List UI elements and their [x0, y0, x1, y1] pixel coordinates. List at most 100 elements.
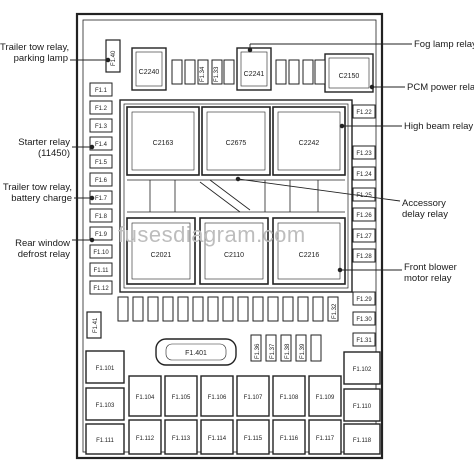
- maxi-fuse-f1-113: F1.113: [164, 419, 198, 455]
- svg-text:F1.103: F1.103: [96, 403, 115, 409]
- callout-line: PCM power relay: [407, 82, 474, 93]
- maxi-fuse-f1-109: F1.109: [308, 375, 342, 417]
- relay-bay: [119, 99, 353, 293]
- fuse-f1-40: F1.40: [105, 39, 121, 73]
- fuse-f1-3: F1.3: [95, 124, 108, 130]
- maxi-fuse-f1-107: F1.107: [236, 375, 270, 417]
- maxi-fuse-f1-118: F1.118: [343, 423, 381, 455]
- maxi-fuse-f1-105: F1.105: [164, 375, 198, 417]
- watermark: fusesdiagram.com: [118, 222, 306, 247]
- fuse-f1-24: F1.24: [356, 172, 372, 178]
- fuse-f1-41: F1.41: [86, 311, 102, 339]
- maxi-fuse-f1-111: F1.111: [85, 423, 125, 455]
- maxi-fuse-f1-112: F1.112: [128, 419, 162, 455]
- fuse-f1-9: F1.9: [95, 232, 108, 238]
- callout-lines: [70, 43, 412, 273]
- fuse-f1-22: F1.22: [356, 110, 372, 116]
- svg-text:C2242: C2242: [299, 140, 320, 147]
- maxi-fuse-f1-108: F1.108: [272, 375, 306, 417]
- left-fuse-column: [89, 82, 113, 295]
- relay-bay-middle: [127, 179, 345, 213]
- maxi-fuse-f1-106: F1.106: [200, 375, 234, 417]
- callout-front-blower-motor-relay: Front blower motor relay: [404, 262, 457, 284]
- fuse-f1-26: F1.26: [356, 213, 372, 219]
- right-fuse-column: [352, 104, 376, 347]
- fuse-f1-5: F1.5: [95, 160, 108, 166]
- svg-text:F1.108: F1.108: [280, 395, 299, 401]
- relay-c2110: C2110: [199, 217, 269, 285]
- svg-text:F1.113: F1.113: [172, 436, 191, 442]
- maxi-fuse-f1-102: F1.102: [343, 351, 381, 385]
- maxi-fuse-f1-101: F1.101: [85, 350, 125, 384]
- svg-text:C2110: C2110: [224, 252, 244, 259]
- fuse-box-outline: [75, 12, 384, 460]
- svg-text:F1.104: F1.104: [136, 395, 155, 401]
- svg-text:F1.34: F1.34: [200, 66, 206, 82]
- relay-c2163: C2163: [126, 106, 200, 176]
- callout-line: Trailer tow relay,: [0, 42, 70, 53]
- svg-text:F1.101: F1.101: [96, 366, 115, 372]
- svg-text:F1.41: F1.41: [93, 317, 99, 333]
- svg-text:C2163: C2163: [153, 140, 174, 147]
- fuse-f1-39: F1.39: [300, 343, 306, 359]
- svg-text:F1.106: F1.106: [208, 395, 227, 401]
- fuse-f1-4: F1.4: [95, 142, 108, 148]
- maxi-fuse-f1-104: F1.104: [128, 375, 162, 417]
- fuse-f1-34: F1.34: [200, 66, 206, 82]
- fuse-f1-10: F1.10: [93, 250, 109, 256]
- fuse-f1-38: F1.38: [285, 343, 291, 359]
- callout-line: High beam relay: [404, 121, 474, 132]
- relay-c2240: C2240: [131, 47, 167, 91]
- callout-rear-window-defrost: Rear window defrost relay: [0, 238, 70, 260]
- callout-line: motor relay: [404, 273, 452, 284]
- relay-c2021: C2021: [126, 217, 196, 285]
- maxi-fuse-f1-114: F1.114: [200, 419, 234, 455]
- svg-text:F1.116: F1.116: [280, 436, 299, 442]
- fuse-f1-28: F1.28: [356, 254, 372, 260]
- fuse-f1-401: F1.401: [155, 338, 237, 366]
- svg-text:F1.114: F1.114: [208, 436, 227, 442]
- svg-text:C2216: C2216: [299, 252, 320, 259]
- svg-text:F1.40: F1.40: [111, 50, 117, 66]
- fuse-f1-33: F1.33: [214, 66, 220, 82]
- callout-line: defrost relay: [17, 249, 70, 260]
- fuse-f1-30: F1.30: [356, 317, 372, 323]
- fuse-f1-8: F1.8: [95, 214, 108, 220]
- callout-line: battery charge: [11, 193, 72, 204]
- svg-text:F1.102: F1.102: [353, 367, 372, 373]
- callout-line: (11450): [37, 148, 70, 159]
- maxi-fuse-f1-116: F1.116: [272, 419, 306, 455]
- callout-line: Starter relay: [18, 137, 70, 148]
- relay-c2216: C2216: [272, 217, 346, 285]
- callout-trailer-tow-parking-lamp: Trailer tow relay, parking lamp: [0, 42, 70, 64]
- maxi-fuse-f1-110: F1.110: [343, 388, 381, 422]
- top-mini-fuses: [171, 59, 326, 85]
- fuse-f1-12: F1.12: [93, 286, 109, 292]
- callout-trailer-tow-battery-charge: Trailer tow relay, battery charge: [0, 182, 72, 204]
- maxi-fuse-f1-117: F1.117: [308, 419, 342, 455]
- callout-line: delay relay: [402, 209, 448, 220]
- svg-text:F1.33: F1.33: [214, 66, 220, 82]
- svg-text:F1.107: F1.107: [244, 395, 263, 401]
- svg-text:F1.115: F1.115: [244, 436, 263, 442]
- svg-text:C2241: C2241: [244, 71, 265, 78]
- svg-text:F1.105: F1.105: [172, 395, 191, 401]
- fuse-f1-6: F1.6: [95, 178, 108, 184]
- svg-text:C2675: C2675: [226, 140, 247, 147]
- fuse-f1-11: F1.11: [94, 268, 110, 274]
- fuse-f1-37: F1.37: [270, 343, 276, 359]
- svg-text:F1.109: F1.109: [316, 395, 335, 401]
- maxi-fuse-f1-103: F1.103: [85, 387, 125, 421]
- lower-mini-fuses: [117, 296, 339, 362]
- svg-text:C2021: C2021: [151, 252, 172, 259]
- fuse-f1-31: F1.31: [356, 338, 372, 344]
- relay-c2241: C2241: [236, 47, 272, 91]
- fuse-f1-27: F1.27: [356, 234, 372, 240]
- callout-line: Front blower: [404, 262, 457, 273]
- relay-c2150: C2150: [324, 53, 374, 93]
- callout-fog-lamp-relay: Fog lamp relay: [414, 39, 474, 50]
- svg-text:F1.118: F1.118: [353, 438, 372, 444]
- callout-accessory-delay-relay: Accessory delay relay: [402, 198, 448, 220]
- fuse-f1-36: F1.36: [255, 343, 261, 359]
- fuse-f1-32: F1.32: [332, 303, 338, 319]
